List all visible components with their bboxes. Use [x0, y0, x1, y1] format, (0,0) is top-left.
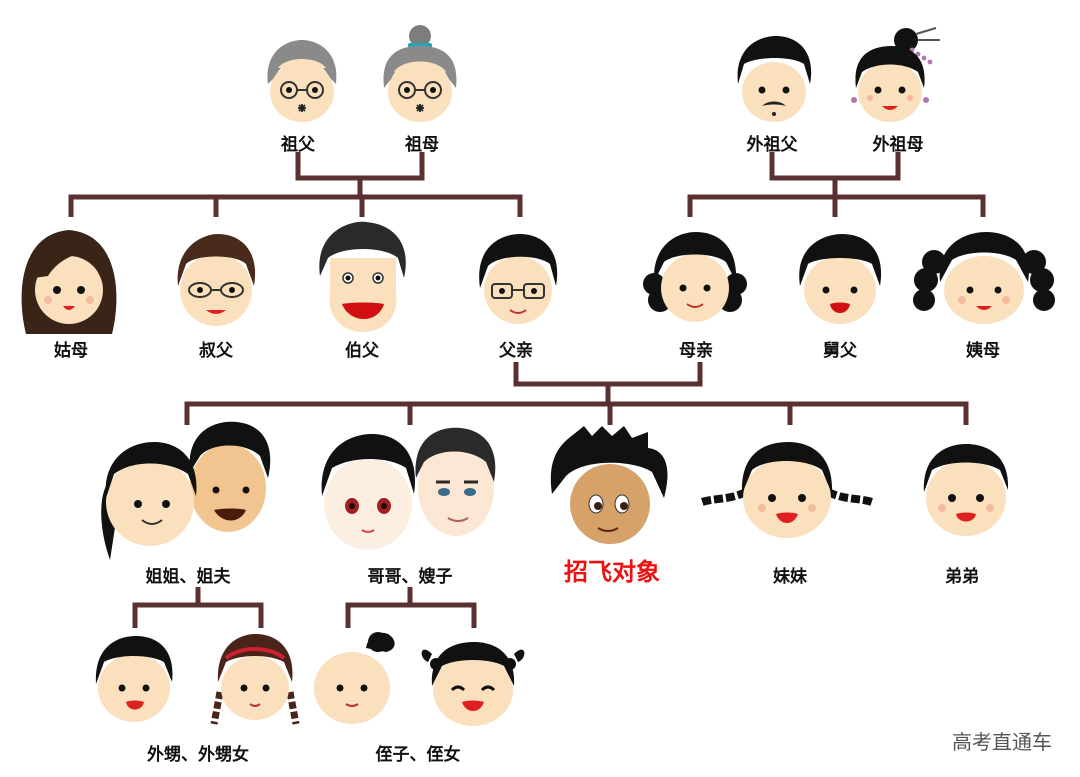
maternal-uncle-avatar: [799, 234, 882, 324]
watermark: 高考直通车: [952, 730, 1052, 754]
label-sister-children: 外甥、外甥女: [147, 745, 249, 765]
maternal-grandmother-avatar: [851, 27, 940, 122]
elder-uncle-avatar: [319, 221, 406, 332]
younger-sister-avatar: [700, 442, 874, 538]
mother-avatar: [643, 232, 747, 322]
connector-sister-children: [132, 587, 264, 628]
younger-brother-avatar: [923, 444, 1009, 536]
label-elder-uncle: 伯父: [345, 341, 379, 361]
self-avatar: [550, 426, 668, 544]
connector-brother-children: [345, 587, 477, 628]
baby-niece-avatar: [421, 642, 525, 726]
label-maternal-aunt: 姨母: [966, 341, 1000, 361]
connector-maternal-grandparents-couple: [769, 152, 901, 181]
connector-grandparents-children: [68, 194, 523, 217]
label-maternal-grandmother: 外祖母: [872, 135, 924, 155]
grandfather-avatar: [267, 40, 337, 122]
grandmother-avatar: [383, 25, 457, 122]
label-younger-sister: 妹妹: [773, 567, 807, 587]
label-grandmother: 祖母: [405, 135, 439, 155]
baby-nephew-avatar: [314, 632, 395, 724]
label-self: 招飞对象: [564, 558, 660, 586]
maternal-aunt-avatar: [913, 232, 1055, 324]
nephew-avatar: [95, 636, 173, 722]
connector-maternal-grandparents-children: [687, 194, 986, 217]
label-maternal-grandfather: 外祖父: [746, 135, 798, 155]
label-paternal-aunt: 姑母: [54, 341, 88, 361]
label-grandfather: 祖父: [281, 135, 315, 155]
younger-uncle-avatar: [177, 234, 256, 326]
connector-grandparents-couple: [295, 152, 425, 181]
label-mother: 母亲: [679, 341, 713, 361]
label-brother-children: 侄子、侄女: [375, 745, 461, 765]
father-avatar: [479, 234, 558, 324]
label-sister-couple: 姐姐、姐夫: [145, 567, 231, 587]
label-younger-uncle: 叔父: [199, 341, 233, 361]
paternal-aunt-avatar: [21, 230, 117, 334]
label-brother-couple: 哥哥、嫂子: [367, 567, 453, 587]
label-younger-brother: 弟弟: [945, 567, 979, 587]
connector-parents-couple: [513, 362, 703, 387]
maternal-grandfather-avatar: [737, 36, 812, 122]
brother-and-sister-in-law-avatar: [321, 427, 496, 550]
label-maternal-uncle: 舅父: [823, 341, 857, 361]
label-father: 父亲: [499, 341, 533, 361]
sister-and-brother-in-law-avatar: [101, 421, 271, 560]
connector-parents-children: [184, 401, 969, 425]
niece-avatar: [210, 634, 300, 725]
